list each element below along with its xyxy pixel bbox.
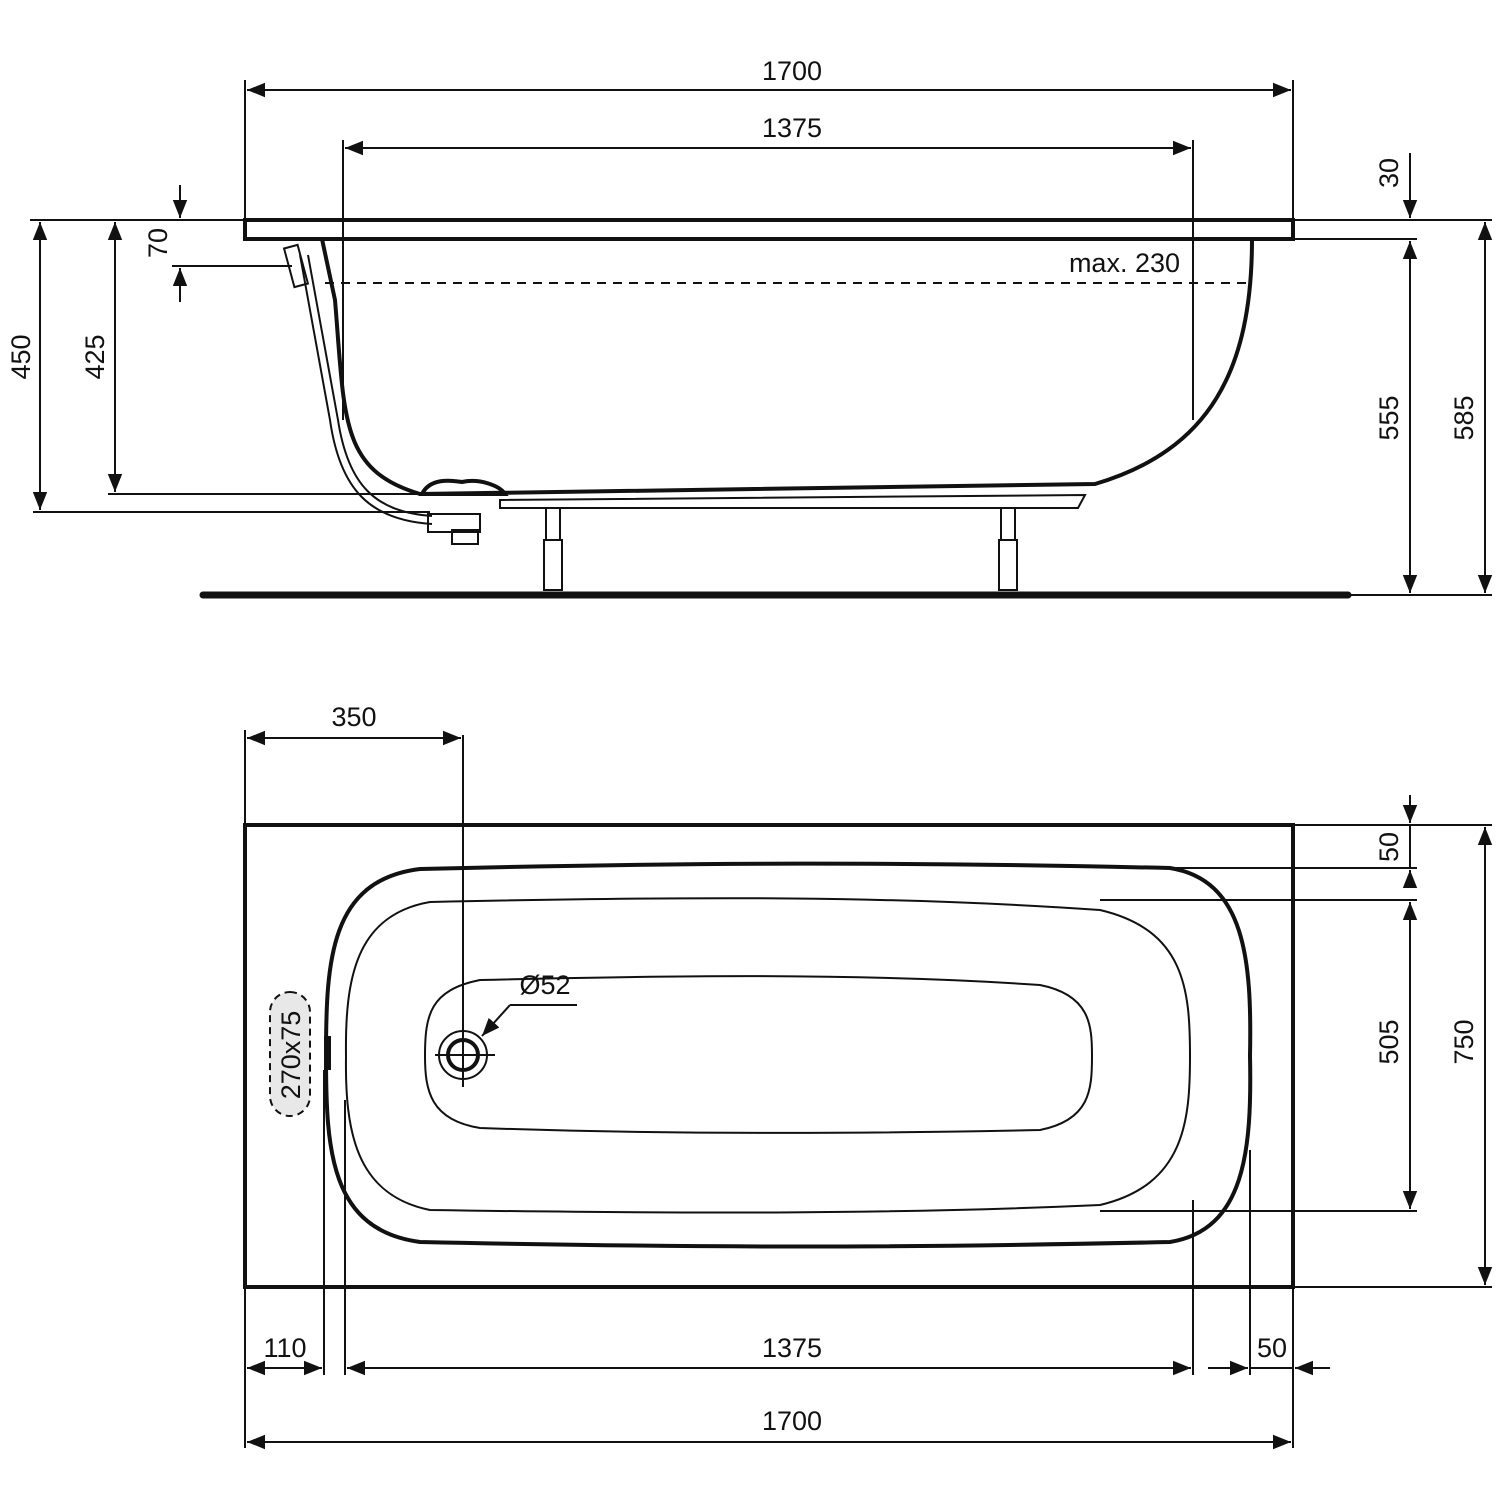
bowl-outer-contour (323, 861, 1253, 1249)
overflow-area (269, 991, 311, 1117)
label-inner-length: 1375 (762, 113, 822, 143)
drain-trap (427, 513, 481, 533)
support-frame (499, 493, 1087, 509)
overflow-opening (324, 1036, 331, 1070)
label-overflow-70: 70 (143, 228, 173, 258)
label-height-450: 450 (6, 334, 36, 379)
label-depth-425: 425 (80, 334, 110, 379)
support-leg-right (998, 507, 1018, 591)
waste-outlet (435, 1025, 495, 1087)
label-rim-30: 30 (1374, 158, 1404, 188)
overflow-fitting (282, 243, 310, 289)
drain-outlet (451, 529, 479, 545)
bathtub-outline (243, 823, 1295, 1289)
label-overflow-size: 270x75 (276, 1011, 306, 1100)
label-585: 585 (1449, 395, 1479, 440)
bowl-floor-contour (423, 975, 1094, 1134)
top-view: 270x75 Ø52 350 50 505 750 (243, 702, 1493, 1450)
bathtub-rim (243, 218, 1295, 241)
label-555: 555 (1374, 395, 1404, 440)
overflow-pipe (307, 254, 433, 517)
support-leg-left (543, 507, 563, 591)
label-overall-width: 750 (1449, 1019, 1479, 1064)
label-right-rim: 50 (1257, 1333, 1287, 1363)
side-view: 1700 1375 max. 230 (6, 56, 1493, 599)
label-left-rim: 110 (263, 1333, 306, 1363)
leader-line (481, 1004, 511, 1037)
label-inner-length-bottom: 1375 (762, 1333, 822, 1363)
label-overall-length-bottom: 1700 (762, 1406, 822, 1436)
label-waste-diameter: Ø52 (519, 970, 570, 1000)
label-waste-offset: 350 (331, 702, 376, 732)
overflow-pipe (299, 254, 433, 525)
label-inner-width: 505 (1374, 1019, 1404, 1064)
bathtub-body (320, 238, 1254, 497)
bowl-inner-contour (344, 897, 1192, 1214)
label-max-water-level: max. 230 (1069, 248, 1180, 278)
label-rim-50-side: 50 (1374, 832, 1404, 862)
label-overall-length: 1700 (762, 56, 822, 86)
drain-plug (418, 478, 509, 496)
